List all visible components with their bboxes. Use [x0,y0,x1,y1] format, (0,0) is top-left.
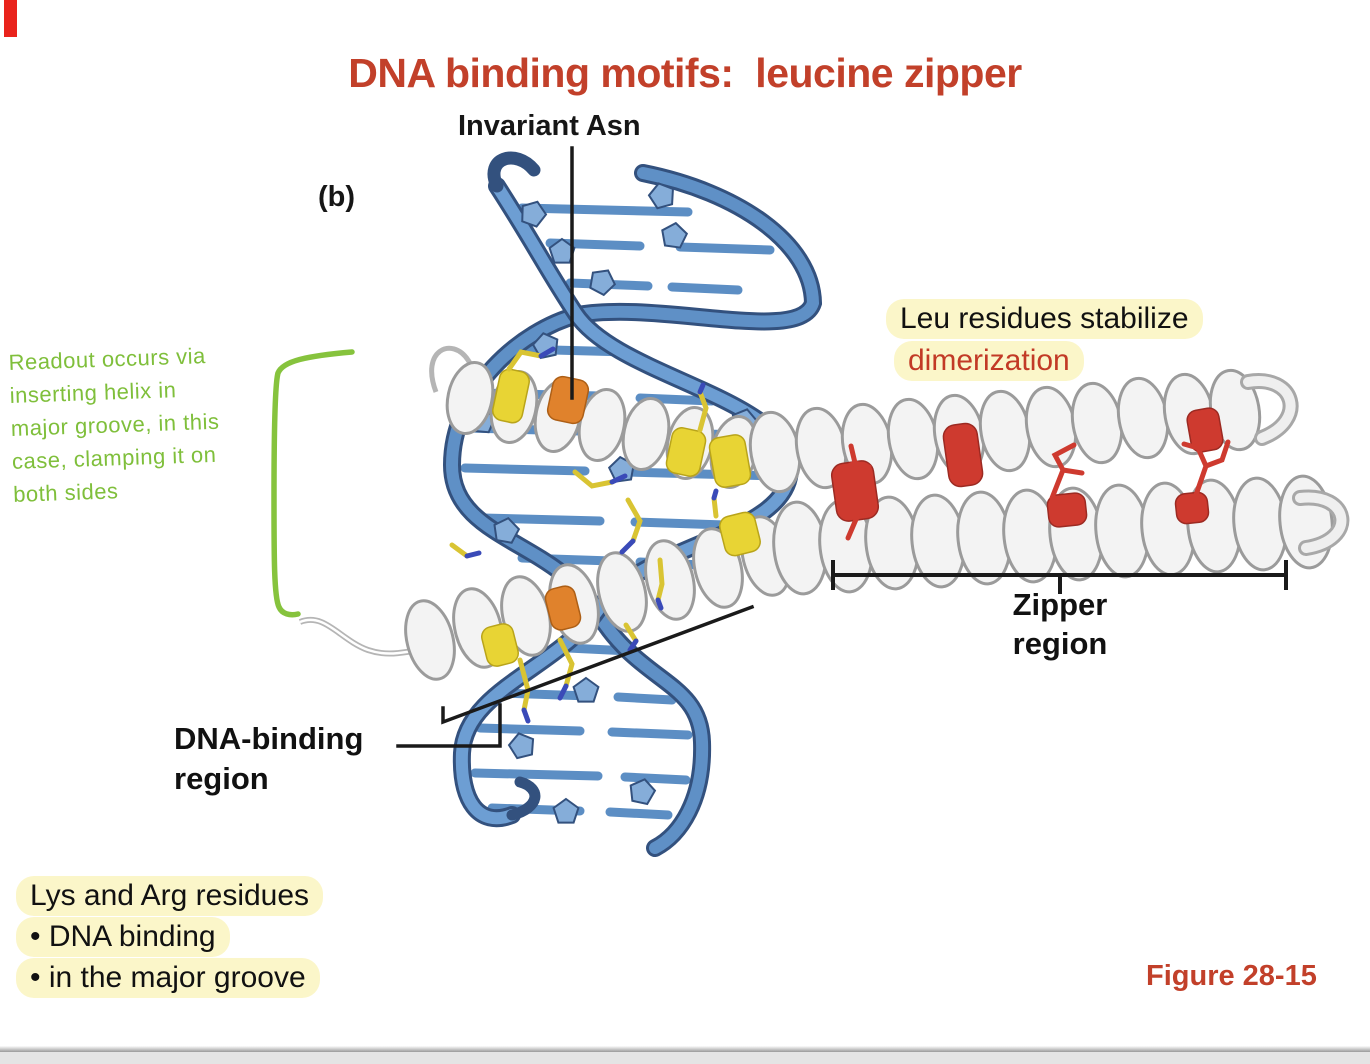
figure-caption: Figure 28-15 [1146,960,1317,992]
dna-binding-pointer [396,604,755,748]
zipper-label-line2: region [1012,626,1108,661]
slide-title: DNA binding motifs: leucine zipper [348,50,1022,96]
invariant-asn-label: Invariant Asn [458,110,641,142]
dna-binding-label-line2: region [174,761,269,796]
lys-arg-patch [719,511,761,557]
side-chain-blue-tips [464,346,719,724]
slide-bottom-edge-shadow [0,1046,1370,1052]
dna-bottom-curl [506,776,541,821]
handwritten-annotation: Readout occurs via inserting helix in ma… [8,339,222,511]
window-bottom-bar [0,1052,1370,1064]
lys-callout-line2: • DNA binding [16,917,230,957]
lys-arg-patch [481,623,519,667]
panel-label: (b) [318,181,356,213]
invariant-asn-patch [544,585,582,631]
lys-callout-line3: • in the major groove [16,958,320,998]
zipper-region-label: Zipper region [950,585,1170,663]
leu-side-chains [835,439,1231,541]
leu-callout-line1: Leu residues stabilize [886,299,1203,339]
zipper-helix-upper [748,368,1299,494]
annotation-lines [396,146,1288,748]
dna-binding-region-label: DNA-binding region [174,719,363,799]
leu-callout-line2: dimerization [894,341,1084,381]
leu-patch [1186,407,1224,453]
lys-callout-line1: Lys and Arg residues [16,876,324,916]
red-corner-mark [4,0,17,37]
green-bracket [271,349,355,618]
dna-top-hairpin [487,151,541,193]
dna-base-pairs [460,203,780,820]
lys-arg-patch [492,368,530,424]
leu-patch [1046,492,1088,528]
dna-binding-label-line1: DNA-binding [174,721,364,756]
lys-arg-patch [665,427,707,477]
leu-patch [942,422,984,488]
zipper-region-bracket [831,560,1288,594]
zipper-label-line1: Zipper [1012,587,1108,622]
lys-arg-side-chains [449,349,719,713]
leu-patch [1174,491,1210,525]
residue-patches [481,368,1224,667]
lys-arg-patch [708,434,752,488]
